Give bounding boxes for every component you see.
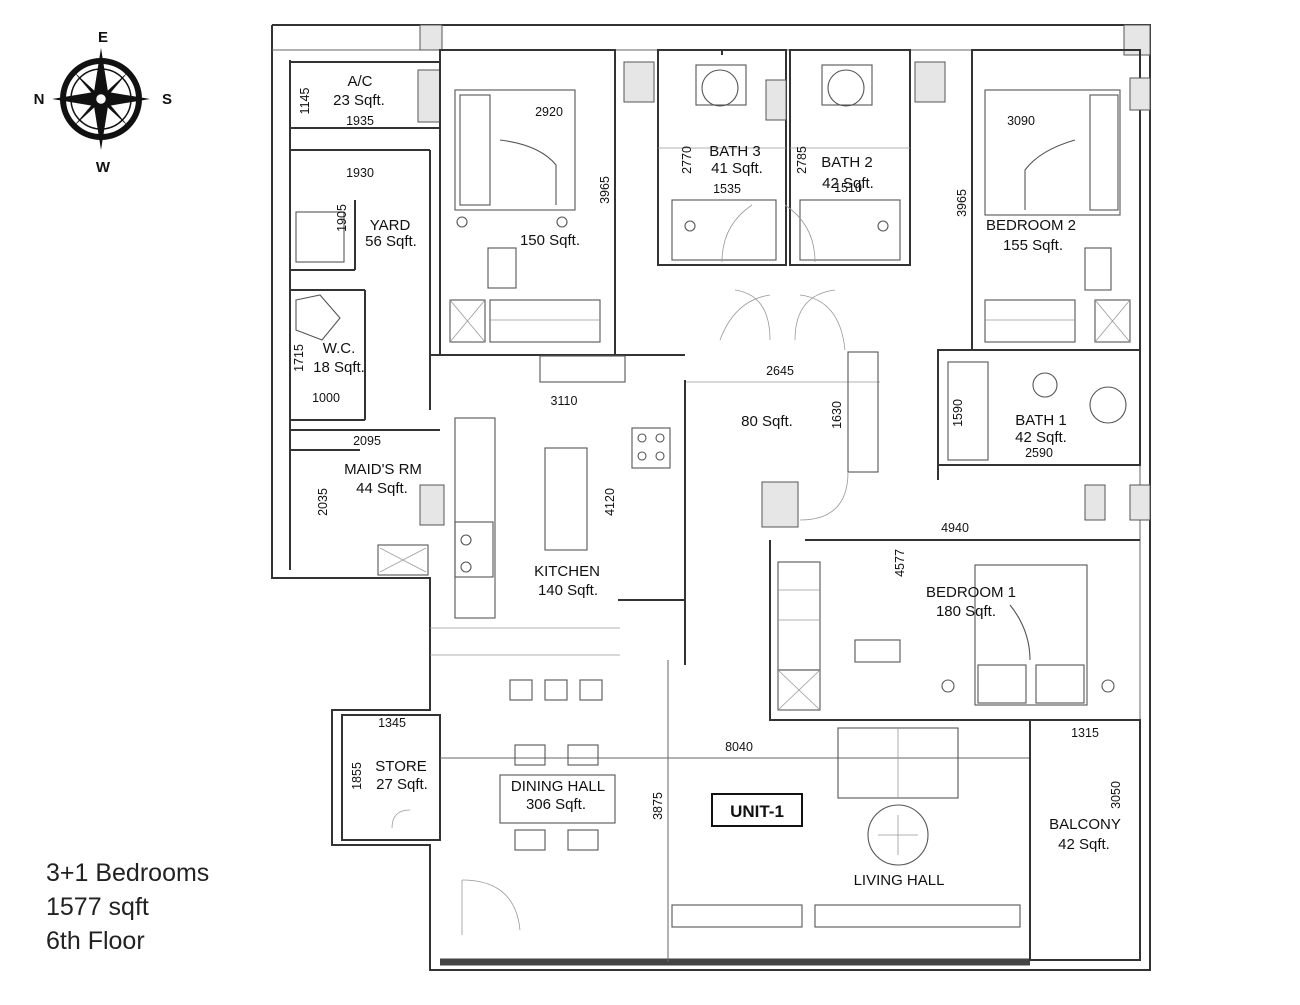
dimension-label: 1630 xyxy=(830,401,844,429)
dimension-label: 2035 xyxy=(316,488,330,516)
dimension-label: 3965 xyxy=(955,189,969,217)
dimension-label: 2095 xyxy=(353,434,381,448)
dimension-label: 1535 xyxy=(713,182,741,196)
compass-rose-icon xyxy=(52,48,150,150)
service-area-walls xyxy=(289,60,445,576)
kitchen-drawing xyxy=(430,354,686,701)
compass-north-label: N xyxy=(34,91,45,108)
bath-1-drawing xyxy=(937,349,1151,521)
compass-south-label: S xyxy=(162,91,172,108)
room-bedroom-1-area: 180 Sqft. xyxy=(936,603,996,620)
room-balcony-area: 42 Sqft. xyxy=(1058,836,1110,853)
dimension-label: 4577 xyxy=(893,549,907,577)
dimension-label: 2770 xyxy=(680,146,694,174)
bedroom-3-drawing xyxy=(439,49,616,356)
dimension-label: 2920 xyxy=(535,105,563,119)
dimension-label: 2645 xyxy=(766,364,794,378)
room-kitchen-area: 140 Sqft. xyxy=(538,582,598,599)
room-yard-name: YARD xyxy=(370,217,411,234)
room-wc-name: W.C. xyxy=(323,340,356,357)
room-bedroom-2-name: BEDROOM 2 xyxy=(986,217,1076,234)
room-bath-2-name: BATH 2 xyxy=(821,154,872,171)
room-lobby-area: 80 Sqft. xyxy=(741,413,793,430)
dimension-label: 1930 xyxy=(346,166,374,180)
dimension-label: 2590 xyxy=(1025,446,1053,460)
dimension-label: 2785 xyxy=(795,146,809,174)
dimension-label: 1935 xyxy=(346,114,374,128)
unit-label-box xyxy=(711,793,803,827)
unit-summary: 3+1 Bedrooms 1577 sqft 6th Floor xyxy=(46,856,209,958)
bedroom-1-drawing xyxy=(769,465,1140,721)
room-kitchen-name: KITCHEN xyxy=(534,563,600,580)
room-ac-name: A/C xyxy=(347,73,372,90)
dimension-label: 1590 xyxy=(951,399,965,427)
room-living-name: LIVING HALL xyxy=(854,872,945,889)
room-store-area: 27 Sqft. xyxy=(376,776,428,793)
room-bath-2-area: 42 Sqft. xyxy=(822,175,874,192)
bedroom-2-drawing xyxy=(971,49,1151,351)
room-maids-area: 44 Sqft. xyxy=(356,480,408,497)
bedroom-count: 3+1 Bedrooms xyxy=(46,859,210,887)
dimension-label: 3050 xyxy=(1109,781,1123,809)
dimension-label: 1315 xyxy=(1071,726,1099,740)
bath-2-drawing xyxy=(765,49,946,266)
dimension-label: 4940 xyxy=(941,521,969,535)
room-dining-name: DINING HALL xyxy=(511,778,605,795)
dimension-label: 1000 xyxy=(312,391,340,405)
dimension-label: 8040 xyxy=(725,740,753,754)
unit-label: UNIT-1 xyxy=(730,802,784,821)
total-area: 1577 sqft xyxy=(46,893,149,921)
room-ac-area: 23 Sqft. xyxy=(333,92,385,109)
dimension-label: 3090 xyxy=(1007,114,1035,128)
dimension-label: 1145 xyxy=(298,88,312,115)
bath-3-drawing xyxy=(623,49,787,266)
lobby-drawing xyxy=(685,289,880,528)
room-store-name: STORE xyxy=(375,758,426,775)
dimension-label: 4120 xyxy=(603,488,617,516)
dimension-label: 1905 xyxy=(335,204,349,232)
dimension-label: 1715 xyxy=(292,344,306,372)
dimension-labels: 1145 1935 1930 1905 1715 1000 2095 2035 … xyxy=(292,88,1123,820)
room-yard-area: 56 Sqft. xyxy=(365,233,417,250)
floor-level: 6th Floor xyxy=(46,927,145,955)
room-dining-area: 306 Sqft. xyxy=(526,796,586,813)
room-maids-name: MAID'S RM xyxy=(344,461,422,478)
dimension-label: 3875 xyxy=(651,792,665,820)
room-balcony-name: BALCONY xyxy=(1049,816,1121,833)
room-bedroom-1-name: BEDROOM 1 xyxy=(926,584,1016,601)
dimension-label: 3110 xyxy=(551,394,578,408)
room-bath-3-area: 41 Sqft. xyxy=(711,160,763,177)
compass-west-label: W xyxy=(96,159,111,176)
compass-east-label: E xyxy=(98,29,108,46)
room-bath-3-name: BATH 3 xyxy=(709,143,760,160)
dimension-label: 1855 xyxy=(350,762,364,790)
dimension-label: 1345 xyxy=(378,716,406,730)
room-wc-area: 18 Sqft. xyxy=(313,359,365,376)
living-dining-drawing xyxy=(341,660,1141,962)
room-bath-1-area: 42 Sqft. xyxy=(1015,429,1067,446)
room-labels: A/C 23 Sqft. YARD 56 Sqft. W.C. 18 Sqft.… xyxy=(313,73,1121,889)
room-bedroom-2-area: 155 Sqft. xyxy=(1003,237,1063,254)
dimension-label: 3965 xyxy=(598,176,612,204)
dimension-label: 1510 xyxy=(834,181,862,195)
room-bath-1-name: BATH 1 xyxy=(1015,412,1066,429)
room-bedroom-3-area: 150 Sqft. xyxy=(520,232,580,249)
